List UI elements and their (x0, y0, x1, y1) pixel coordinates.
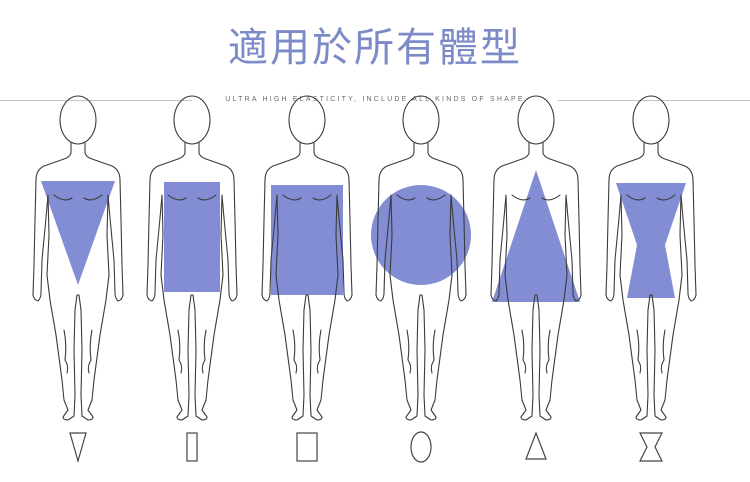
inverted-triangle-icon (69, 432, 87, 464)
figure-triangle (490, 95, 582, 421)
figure-hourglass (605, 95, 697, 421)
divider-left (0, 100, 192, 101)
figure-inverted-triangle (32, 95, 124, 421)
narrow-rectangle-icon (186, 432, 198, 462)
triangle-icon (525, 431, 547, 460)
figure-circle (371, 95, 471, 421)
subtitle-row: ULTRA HIGH ELASTICITY, INCLUDE ALL KINDS… (0, 93, 750, 107)
shape-overlay-narrow-rectangle (164, 182, 220, 292)
shape-overlay-hourglass (616, 183, 686, 298)
figure-narrow-rectangle (146, 95, 238, 421)
divider-right (558, 100, 750, 101)
rectangle-icon (296, 432, 318, 462)
shape-overlay-triangle (492, 170, 580, 302)
subtitle: ULTRA HIGH ELASTICITY, INCLUDE ALL KINDS… (225, 96, 525, 103)
shape-overlay-inverted-triangle (41, 181, 115, 285)
shape-overlay-rectangle (271, 185, 343, 295)
oval-icon (410, 431, 432, 463)
page-title: 適用於所有體型 (228, 25, 522, 71)
shape-overlay-circle (371, 185, 471, 285)
hourglass-icon (639, 432, 663, 462)
figure-rectangle (261, 95, 353, 421)
